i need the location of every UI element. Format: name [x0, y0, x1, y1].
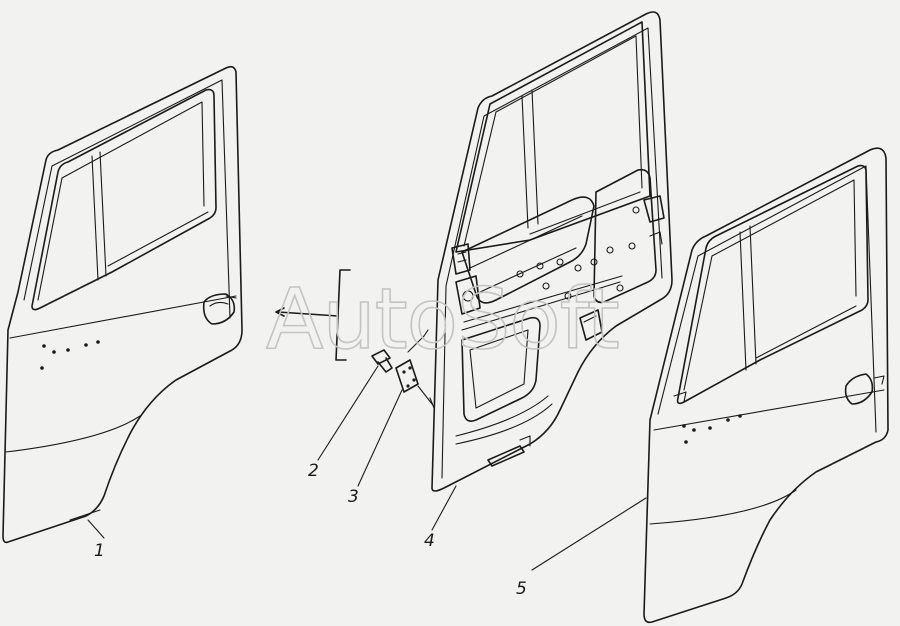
leader-5 [531, 497, 647, 571]
callout-3: 3 [348, 487, 359, 507]
door-left-outer-panel [2, 65, 243, 544]
door-inner-frame [431, 11, 673, 492]
exploded-leader-lines [407, 329, 435, 409]
callout-2: 2 [308, 461, 319, 481]
leader-3 [357, 389, 403, 487]
callout-labels: 1 2 3 4 5 [94, 461, 527, 599]
callout-leaders [87, 365, 647, 571]
door-right-mount-holes [682, 414, 742, 444]
door-right-handle [844, 373, 885, 405]
callout-4: 4 [424, 531, 435, 551]
leader-4 [431, 485, 457, 531]
leader-1 [87, 519, 105, 539]
leader-2 [317, 365, 379, 461]
door-left-mount-holes [40, 340, 100, 370]
watermark: AutoSoft [266, 270, 619, 368]
callout-1: 1 [94, 541, 105, 561]
door-latch [579, 309, 603, 341]
hinge-plate-part [395, 359, 419, 393]
door-inner-holes [516, 206, 640, 300]
door-hinge-upper [451, 243, 471, 275]
part-group-bracket [275, 269, 351, 361]
door-left-handle [202, 293, 237, 325]
door-check-strap [643, 195, 665, 245]
callout-5: 5 [516, 579, 527, 599]
door-right-outer-panel [643, 147, 889, 624]
bolt-part [371, 349, 393, 373]
door-hinge-lower [455, 275, 481, 315]
